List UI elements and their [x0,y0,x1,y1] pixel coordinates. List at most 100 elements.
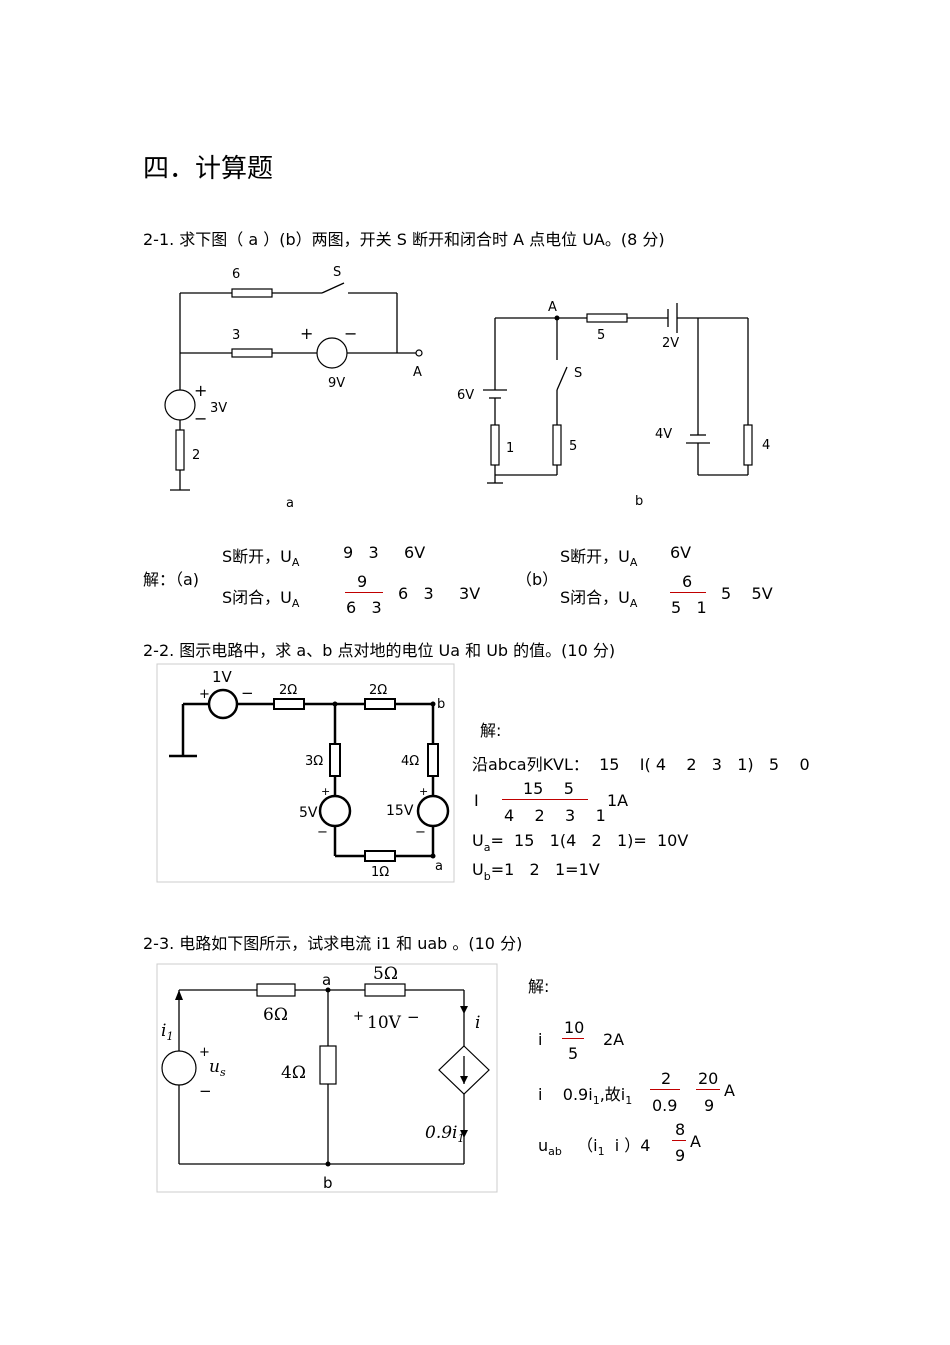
sol-b-open: S断开，UA [560,547,638,569]
label-r3: 3 [232,328,240,343]
source-1v [207,688,239,720]
sol-2-3-l2-unit: A [724,1081,735,1100]
svg-text:10V: 10V [367,1013,402,1033]
sol-2-3-l2-den2: 9 [704,1096,715,1115]
source-us [161,1050,197,1086]
svg-text:−: − [415,825,426,840]
svg-text:−: − [199,1082,212,1100]
section-title: 四．计算题 [143,154,274,184]
svg-text:+: + [321,785,330,798]
solution-2-1-label: 解：（a) [143,570,200,589]
sol-a-num: 9 [357,572,368,591]
resistor-5-top [586,313,628,323]
label-6v: 6V [457,388,474,403]
label-r1: 1 [506,441,514,456]
source-5v [318,794,352,828]
source-3v [164,389,196,421]
svg-text:4Ω: 4Ω [401,754,419,769]
svg-text:3Ω: 3Ω [305,754,323,769]
svg-text:−: − [407,1008,420,1026]
svg-text:a: a [435,859,443,874]
question-2-2: 2-2. 图示电路中，求 a、b 点对地的电位 Ua 和 Ub 的值。(10 分… [143,641,616,660]
svg-text:1Ω: 1Ω [371,865,389,880]
sol-2-3-l3-den: 9 [675,1146,686,1165]
circuit-2-1-b: A 5 2V S 6V 1 5 4V 4 b [457,300,770,509]
resistor-6 [231,288,273,298]
circuit-2-3: a 6Ω 5Ω i1 i + 10V − + us − 4Ω 0.9i1 b [156,963,498,1193]
label-minus: − [344,324,357,343]
label-r6: 6 [232,267,240,282]
resistor-1 [490,424,500,466]
sol-a-open: S断开，UA [222,547,300,569]
circuit-2-2: 1V + − 2Ω 2Ω b 3Ω 4Ω + 5V − + 15V − 1Ω a [156,663,455,883]
label-switch-s-b: S [574,366,582,381]
sol-2-3-l2-den1: 0.9 [652,1096,678,1115]
svg-text:5V: 5V [299,805,318,821]
svg-text:4Ω: 4Ω [281,1063,306,1083]
svg-text:−: − [194,409,207,428]
svg-text:−: − [317,825,328,840]
sol-a-den: 6 3 [346,598,382,617]
label-switch-s: S [333,265,341,280]
svg-text:+: + [353,1009,364,1024]
svg-text:a: a [322,971,331,989]
sol-2-3-l2-num1: 2 [661,1069,672,1088]
sol-2-3-l1-num: 10 [564,1018,585,1037]
sol-2-2-kvl: 沿abca列KVL： 15 I( 4 2 3 1) 5 0 [472,755,810,774]
caption-b: b [635,494,643,509]
label-9v: 9V [328,376,345,391]
sol-2-3-l2-num2: 20 [698,1069,719,1088]
svg-text:i1: i1 [161,1021,173,1043]
label-plus: + [300,324,313,343]
sol-2-2-num: 15 5 [523,779,574,798]
resistor-5-lower [552,424,562,466]
svg-text:5Ω: 5Ω [373,964,398,984]
sol-2-3-l3: uab （i1 i ）4 [538,1136,651,1158]
svg-text:2Ω: 2Ω [369,683,387,698]
sol-b-closed: S闭合，UA [560,588,638,610]
question-2-1: 2-1. 求下图（ a ）(b）两图，开关 S 断开和闭合时 A 点电位 UA。… [143,230,665,249]
sol-b-closed-val: 5 5V [721,584,773,603]
resistor-2 [175,429,185,471]
sol-b-num: 6 [682,572,693,591]
label-node-a: A [413,365,422,380]
sol-2-2-ub: Ub=1 2 1=1V [472,860,600,883]
sol-a-open-val: 9 3 6V [343,543,426,562]
svg-text:b: b [437,697,445,712]
label-r2: 2 [192,448,200,463]
label-r5-lower: 5 [569,439,577,454]
sol-2-3-l1-lhs: i [538,1030,543,1049]
svg-text:2Ω: 2Ω [279,683,297,698]
svg-text:+: + [194,381,207,400]
sol-2-3-l3-unit: A [690,1132,701,1151]
sol-2-3-l1-den: 5 [568,1044,579,1063]
source-9v [316,337,348,369]
sol-a-closed: S闭合，UA [222,588,300,610]
svg-text:0.9i1: 0.9i1 [425,1123,464,1145]
svg-text:us: us [209,1057,226,1079]
label-r5-top: 5 [597,328,605,343]
sol-2-2-ival: 1A [607,791,629,810]
svg-text:1V: 1V [212,668,233,686]
caption-a: a [286,496,294,511]
svg-text:+: + [199,687,210,702]
label-4v: 4V [655,427,672,442]
label-r4: 4 [762,438,770,453]
sol-2-2-i: I [474,791,479,810]
sol-a-closed-val: 6 3 3V [398,584,481,603]
svg-text:+: + [419,785,428,798]
sol-2-3-l1-val: 2A [603,1030,625,1049]
label-2v: 2V [662,336,679,351]
sol-b-label: （b） [516,570,559,589]
source-15v [416,794,450,828]
svg-text:6Ω: 6Ω [263,1005,288,1025]
svg-text:b: b [323,1174,333,1192]
label-3v: 3V [210,401,227,416]
solution-2-2-label: 解: [480,721,502,740]
circuit-2-1-a: 6 S 3 + − 9V A + − 3V 2 a [164,265,423,511]
sol-2-3-l2: i 0.9i1,故i1 [538,1085,633,1107]
svg-text:−: − [241,684,254,702]
svg-text:i: i [475,1013,480,1033]
sol-2-3-l3-num: 8 [675,1120,686,1139]
sol-2-2-ua: Ua= 15 1(4 2 1)= 10V [472,831,689,854]
